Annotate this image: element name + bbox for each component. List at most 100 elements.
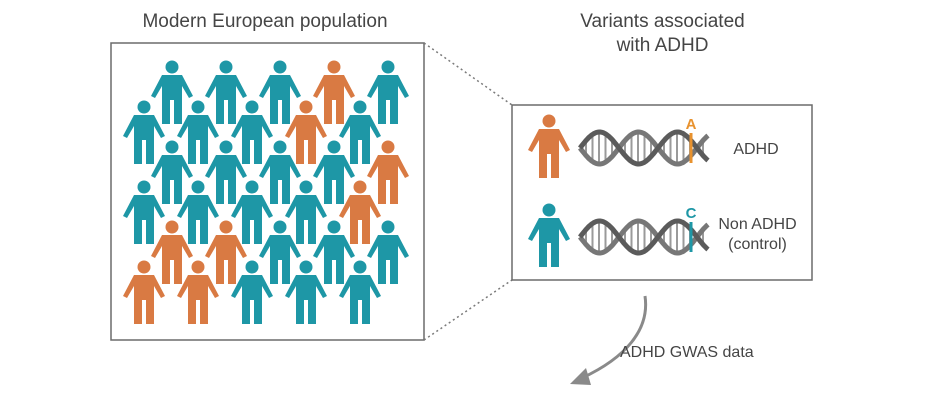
control-row: C bbox=[528, 203, 710, 267]
person-body bbox=[151, 235, 193, 284]
person-body bbox=[123, 115, 165, 164]
person-head bbox=[353, 100, 367, 114]
adhd-row-label: ADHD bbox=[733, 141, 779, 158]
person-head bbox=[353, 180, 367, 194]
person-typical bbox=[151, 60, 193, 124]
person-body bbox=[205, 235, 247, 284]
control-row-person bbox=[528, 203, 570, 267]
control-row-label-line1: Non ADHD bbox=[718, 216, 797, 233]
variants-panel bbox=[511, 104, 813, 281]
person-body bbox=[123, 275, 165, 324]
person-head bbox=[381, 140, 395, 154]
person-body bbox=[285, 275, 327, 324]
person-body bbox=[285, 115, 327, 164]
person-adhd bbox=[367, 140, 409, 204]
person-head bbox=[327, 60, 341, 74]
person-adhd bbox=[285, 100, 327, 164]
dna-strand bbox=[578, 129, 710, 167]
person-body bbox=[528, 129, 570, 178]
person-typical bbox=[177, 100, 219, 164]
person-body bbox=[259, 155, 301, 204]
adhd-row-person bbox=[528, 114, 570, 178]
variants-title-line2: with ADHD bbox=[616, 34, 709, 56]
person-body bbox=[285, 195, 327, 244]
person-body bbox=[177, 275, 219, 324]
zoom-line-top bbox=[423, 42, 513, 106]
person-head bbox=[273, 60, 287, 74]
person-head bbox=[353, 260, 367, 274]
zoom-line-bottom bbox=[423, 279, 513, 341]
person-typical bbox=[313, 140, 355, 204]
person-typical bbox=[231, 260, 273, 324]
person-head bbox=[381, 220, 395, 234]
person-body bbox=[313, 235, 355, 284]
person-typical bbox=[205, 60, 247, 124]
person-head bbox=[245, 180, 259, 194]
person-head bbox=[165, 60, 179, 74]
person-typical bbox=[259, 60, 301, 124]
person-head bbox=[381, 60, 395, 74]
adhd-row-allele-letter: A bbox=[686, 116, 697, 133]
person-head bbox=[299, 180, 313, 194]
person-body bbox=[231, 115, 273, 164]
person-adhd bbox=[177, 260, 219, 324]
person-typical bbox=[123, 180, 165, 244]
person-head bbox=[327, 220, 341, 234]
person-typical bbox=[177, 180, 219, 244]
person-body bbox=[205, 75, 247, 124]
dna-strand bbox=[578, 129, 710, 167]
person-typical bbox=[123, 100, 165, 164]
adhd-row-dna bbox=[578, 129, 710, 167]
person-head bbox=[273, 220, 287, 234]
population-panel bbox=[110, 42, 425, 341]
person-body bbox=[339, 275, 381, 324]
person-adhd bbox=[313, 60, 355, 124]
person-body bbox=[177, 115, 219, 164]
control-row-allele-letter: C bbox=[686, 205, 697, 222]
person-typical bbox=[151, 140, 193, 204]
person-typical bbox=[339, 100, 381, 164]
person-body bbox=[259, 75, 301, 124]
person-body bbox=[367, 75, 409, 124]
person-typical bbox=[231, 180, 273, 244]
dna-strand bbox=[578, 218, 710, 256]
person-typical bbox=[339, 260, 381, 324]
person-typical bbox=[259, 140, 301, 204]
person-head bbox=[219, 220, 233, 234]
person-typical bbox=[367, 220, 409, 284]
person-head bbox=[299, 100, 313, 114]
person-body bbox=[151, 155, 193, 204]
person-head bbox=[273, 140, 287, 154]
person-adhd bbox=[151, 220, 193, 284]
control-row-label: Non ADHD (control) bbox=[705, 215, 810, 255]
person-body bbox=[339, 195, 381, 244]
person-typical bbox=[231, 100, 273, 164]
variants-title: Variants associated with ADHD bbox=[545, 10, 780, 58]
person-typical bbox=[259, 220, 301, 284]
person-head bbox=[327, 140, 341, 154]
person-head bbox=[542, 203, 556, 217]
person-typical bbox=[285, 260, 327, 324]
person-head bbox=[245, 100, 259, 114]
adhd-row: A bbox=[528, 114, 710, 178]
gwas-arrow bbox=[581, 295, 648, 380]
person-head bbox=[245, 260, 259, 274]
variant-rows: AC bbox=[528, 114, 710, 267]
person-head bbox=[137, 260, 151, 274]
person-adhd bbox=[339, 180, 381, 244]
control-row-label-line2: (control) bbox=[728, 236, 787, 253]
person-head bbox=[165, 220, 179, 234]
person-body bbox=[231, 275, 273, 324]
person-head bbox=[191, 260, 205, 274]
person-body bbox=[151, 75, 193, 124]
person-head bbox=[219, 60, 233, 74]
variants-title-line1: Variants associated bbox=[580, 11, 745, 32]
person-head bbox=[165, 140, 179, 154]
person-head bbox=[542, 114, 556, 128]
control-row-dna bbox=[578, 218, 710, 256]
person-body bbox=[205, 155, 247, 204]
gwas-label: ADHD GWAS data bbox=[620, 344, 754, 361]
person-body bbox=[367, 235, 409, 284]
